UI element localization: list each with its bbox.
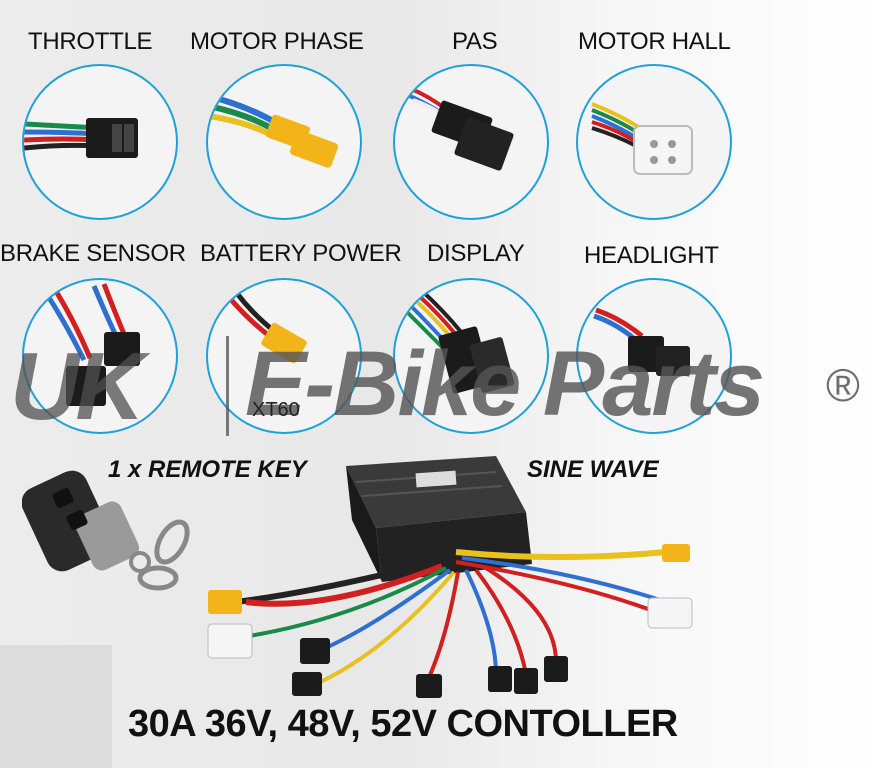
registered-mark: ® xyxy=(826,359,860,411)
label-brake-sensor: BRAKE SENSOR xyxy=(0,240,186,267)
pas-connector-image xyxy=(393,64,549,220)
brake-sensor-connector-image xyxy=(22,278,178,434)
product-title: 30A 36V, 48V, 52V CONTOLLER xyxy=(128,703,678,745)
label-display: DISPLAY xyxy=(427,240,525,267)
motor-phase-connector-image xyxy=(206,64,362,220)
label-throttle: THROTTLE xyxy=(28,28,153,55)
display-connector-image xyxy=(393,278,549,434)
sine-wave-label: SINE WAVE xyxy=(527,456,659,483)
xt60-label: XT60 xyxy=(252,399,300,421)
watermark-brand-name: E-Bike Parts xyxy=(245,333,765,435)
corner-patch xyxy=(0,645,112,768)
label-headlight: HEADLIGHT xyxy=(584,242,719,269)
label-motor-phase: MOTOR PHASE xyxy=(190,28,364,55)
label-battery-power: BATTERY POWER xyxy=(200,240,402,267)
motor-hall-connector-image xyxy=(576,64,732,220)
remote-key-image xyxy=(21,466,192,606)
remote-key-label: 1 x REMOTE KEY xyxy=(108,456,307,483)
battery-power-connector-image xyxy=(206,278,362,434)
controller-image xyxy=(196,452,706,712)
label-motor-hall: MOTOR HALL xyxy=(578,28,731,55)
watermark-uk-logo: UK xyxy=(10,333,145,440)
label-pas: PAS xyxy=(452,28,498,55)
headlight-connector-image xyxy=(576,278,732,434)
watermark-divider xyxy=(226,336,229,436)
throttle-connector-image xyxy=(22,64,178,220)
